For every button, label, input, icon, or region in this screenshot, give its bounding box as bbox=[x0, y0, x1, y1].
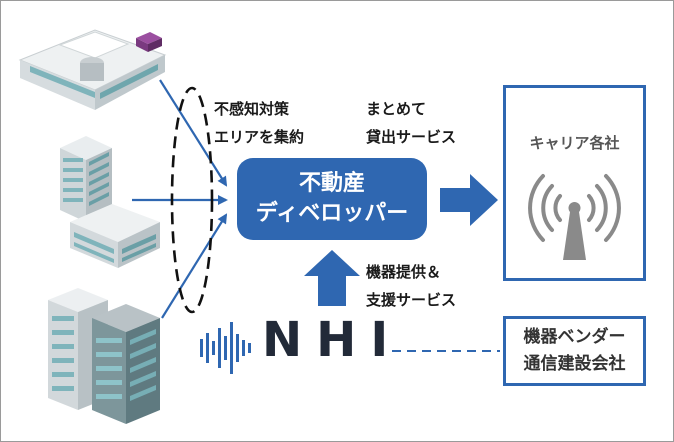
arrow-from-top-building bbox=[159, 79, 228, 187]
arrow-to-carrier bbox=[440, 174, 498, 226]
developer-line2: ディベロッパー bbox=[255, 201, 409, 226]
carrier-box: キャリア各社 bbox=[503, 85, 646, 281]
carrier-title: キャリア各社 bbox=[529, 134, 620, 152]
building-bottom-icon bbox=[48, 288, 160, 424]
aggregation-dashed-ellipse bbox=[170, 86, 214, 314]
building-middle-icon bbox=[60, 136, 160, 268]
vendor-box: 機器ベンダー 通信建設会社 bbox=[503, 316, 646, 386]
vendor-line2: 通信建設会社 bbox=[523, 354, 626, 374]
arrow-from-bottom-building bbox=[161, 213, 228, 319]
nhi-waveform-icon bbox=[200, 322, 251, 374]
building-top-icon bbox=[18, 29, 167, 110]
vendor-line1: 機器ベンダー bbox=[523, 327, 626, 347]
developer-line1: 不動産 bbox=[298, 171, 365, 196]
developer-box: 不動産 ディベロッパー bbox=[237, 158, 427, 240]
aggregation-label: 不感知対策 エリアを集約 bbox=[214, 100, 305, 146]
equipment-support-label: 機器提供＆ 支援サービス bbox=[366, 263, 457, 309]
nhi-logo-text: NHI bbox=[262, 312, 403, 368]
bulk-lease-label: まとめて 貸出サービス bbox=[366, 100, 457, 146]
antenna-icon bbox=[528, 174, 621, 260]
arrow-nhi-to-developer bbox=[304, 250, 360, 306]
